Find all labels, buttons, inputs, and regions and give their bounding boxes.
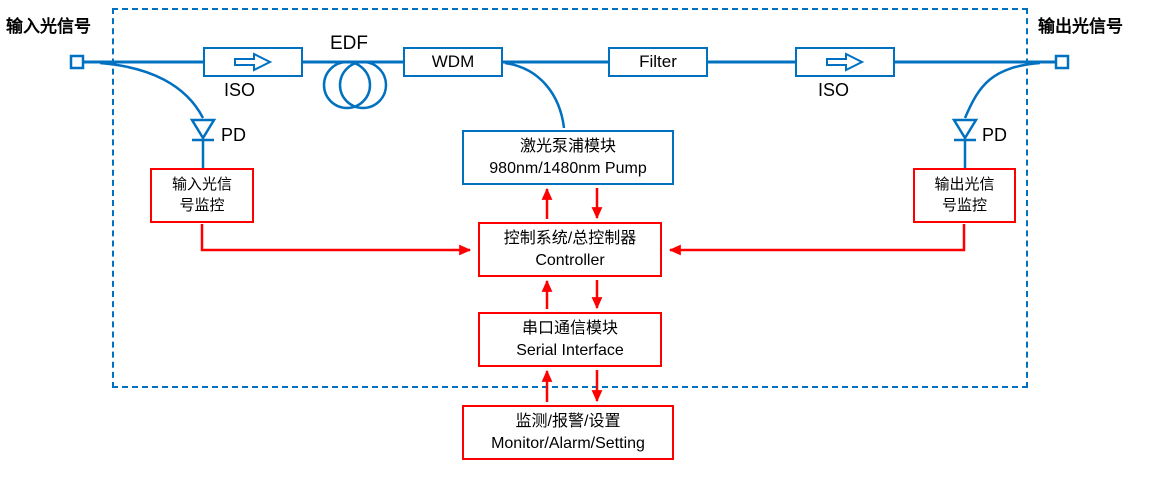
- controller-subtitle: Controller: [535, 251, 605, 269]
- edf-coil: [322, 60, 388, 110]
- output-connector-icon: [1054, 54, 1070, 70]
- pump-module-name: 激光泵浦模块: [519, 137, 616, 155]
- output-monitor-line2: 号监控: [941, 196, 987, 214]
- right-block-arrow-icon: [826, 52, 865, 72]
- photodiode-right-icon: [951, 118, 979, 168]
- isolator-right-box: [795, 47, 895, 77]
- device-boundary: [112, 8, 1028, 388]
- output-monitor-to-controller: [668, 224, 966, 256]
- input-monitor-to-controller: [200, 224, 472, 256]
- wdm-to-pump-fiber: [504, 61, 566, 129]
- serial-interface-box: 串口通信模块 Serial Interface: [478, 312, 662, 367]
- input-monitor-box: 输入光信 号监控: [150, 168, 254, 223]
- output-monitor-box: 输出光信 号监控: [913, 168, 1016, 223]
- iso-right-label: ISO: [818, 80, 850, 100]
- serial-interface-subtitle: Serial Interface: [516, 341, 624, 359]
- controller-box: 控制系统/总控制器 Controller: [478, 222, 662, 277]
- control-wiring: [200, 187, 966, 403]
- wdm-label: WDM: [431, 51, 475, 71]
- wdm-box: WDM: [403, 47, 503, 77]
- pd-right-label: PD: [982, 125, 1008, 145]
- iso-left-label: ISO: [224, 80, 256, 100]
- isolator-left-box: [203, 47, 303, 77]
- right-block-arrow-icon: [234, 52, 273, 72]
- pump-module-box: 激光泵浦模块 980nm/1480nm Pump: [462, 130, 674, 185]
- input-monitor-line1: 输入光信: [171, 176, 232, 194]
- controller-name: 控制系统/总控制器: [503, 229, 637, 247]
- input-signal-label: 输入光信号: [6, 17, 91, 36]
- monitor-alarm-setting-box: 监测/报警/设置 Monitor/Alarm/Setting: [462, 405, 674, 460]
- edf-label: EDF: [330, 33, 368, 54]
- monitor-subtitle: Monitor/Alarm/Setting: [491, 434, 645, 452]
- tap-to-left-pd: [99, 61, 205, 119]
- input-connector-icon: [69, 54, 85, 70]
- pump-module-subtitle: 980nm/1480nm Pump: [489, 159, 647, 177]
- serial-interface-name: 串口通信模块: [521, 319, 618, 337]
- input-monitor-line2: 号监控: [179, 196, 225, 214]
- output-signal-label: 输出光信号: [1038, 17, 1123, 36]
- tap-to-right-pd: [963, 61, 1041, 119]
- photodiode-left-icon: [189, 118, 217, 168]
- pd-left-label: PD: [221, 125, 247, 145]
- filter-label: Filter: [639, 51, 677, 71]
- monitor-name: 监测/报警/设置: [515, 412, 621, 430]
- output-monitor-line1: 输出光信: [934, 176, 995, 194]
- filter-box: Filter: [608, 47, 708, 77]
